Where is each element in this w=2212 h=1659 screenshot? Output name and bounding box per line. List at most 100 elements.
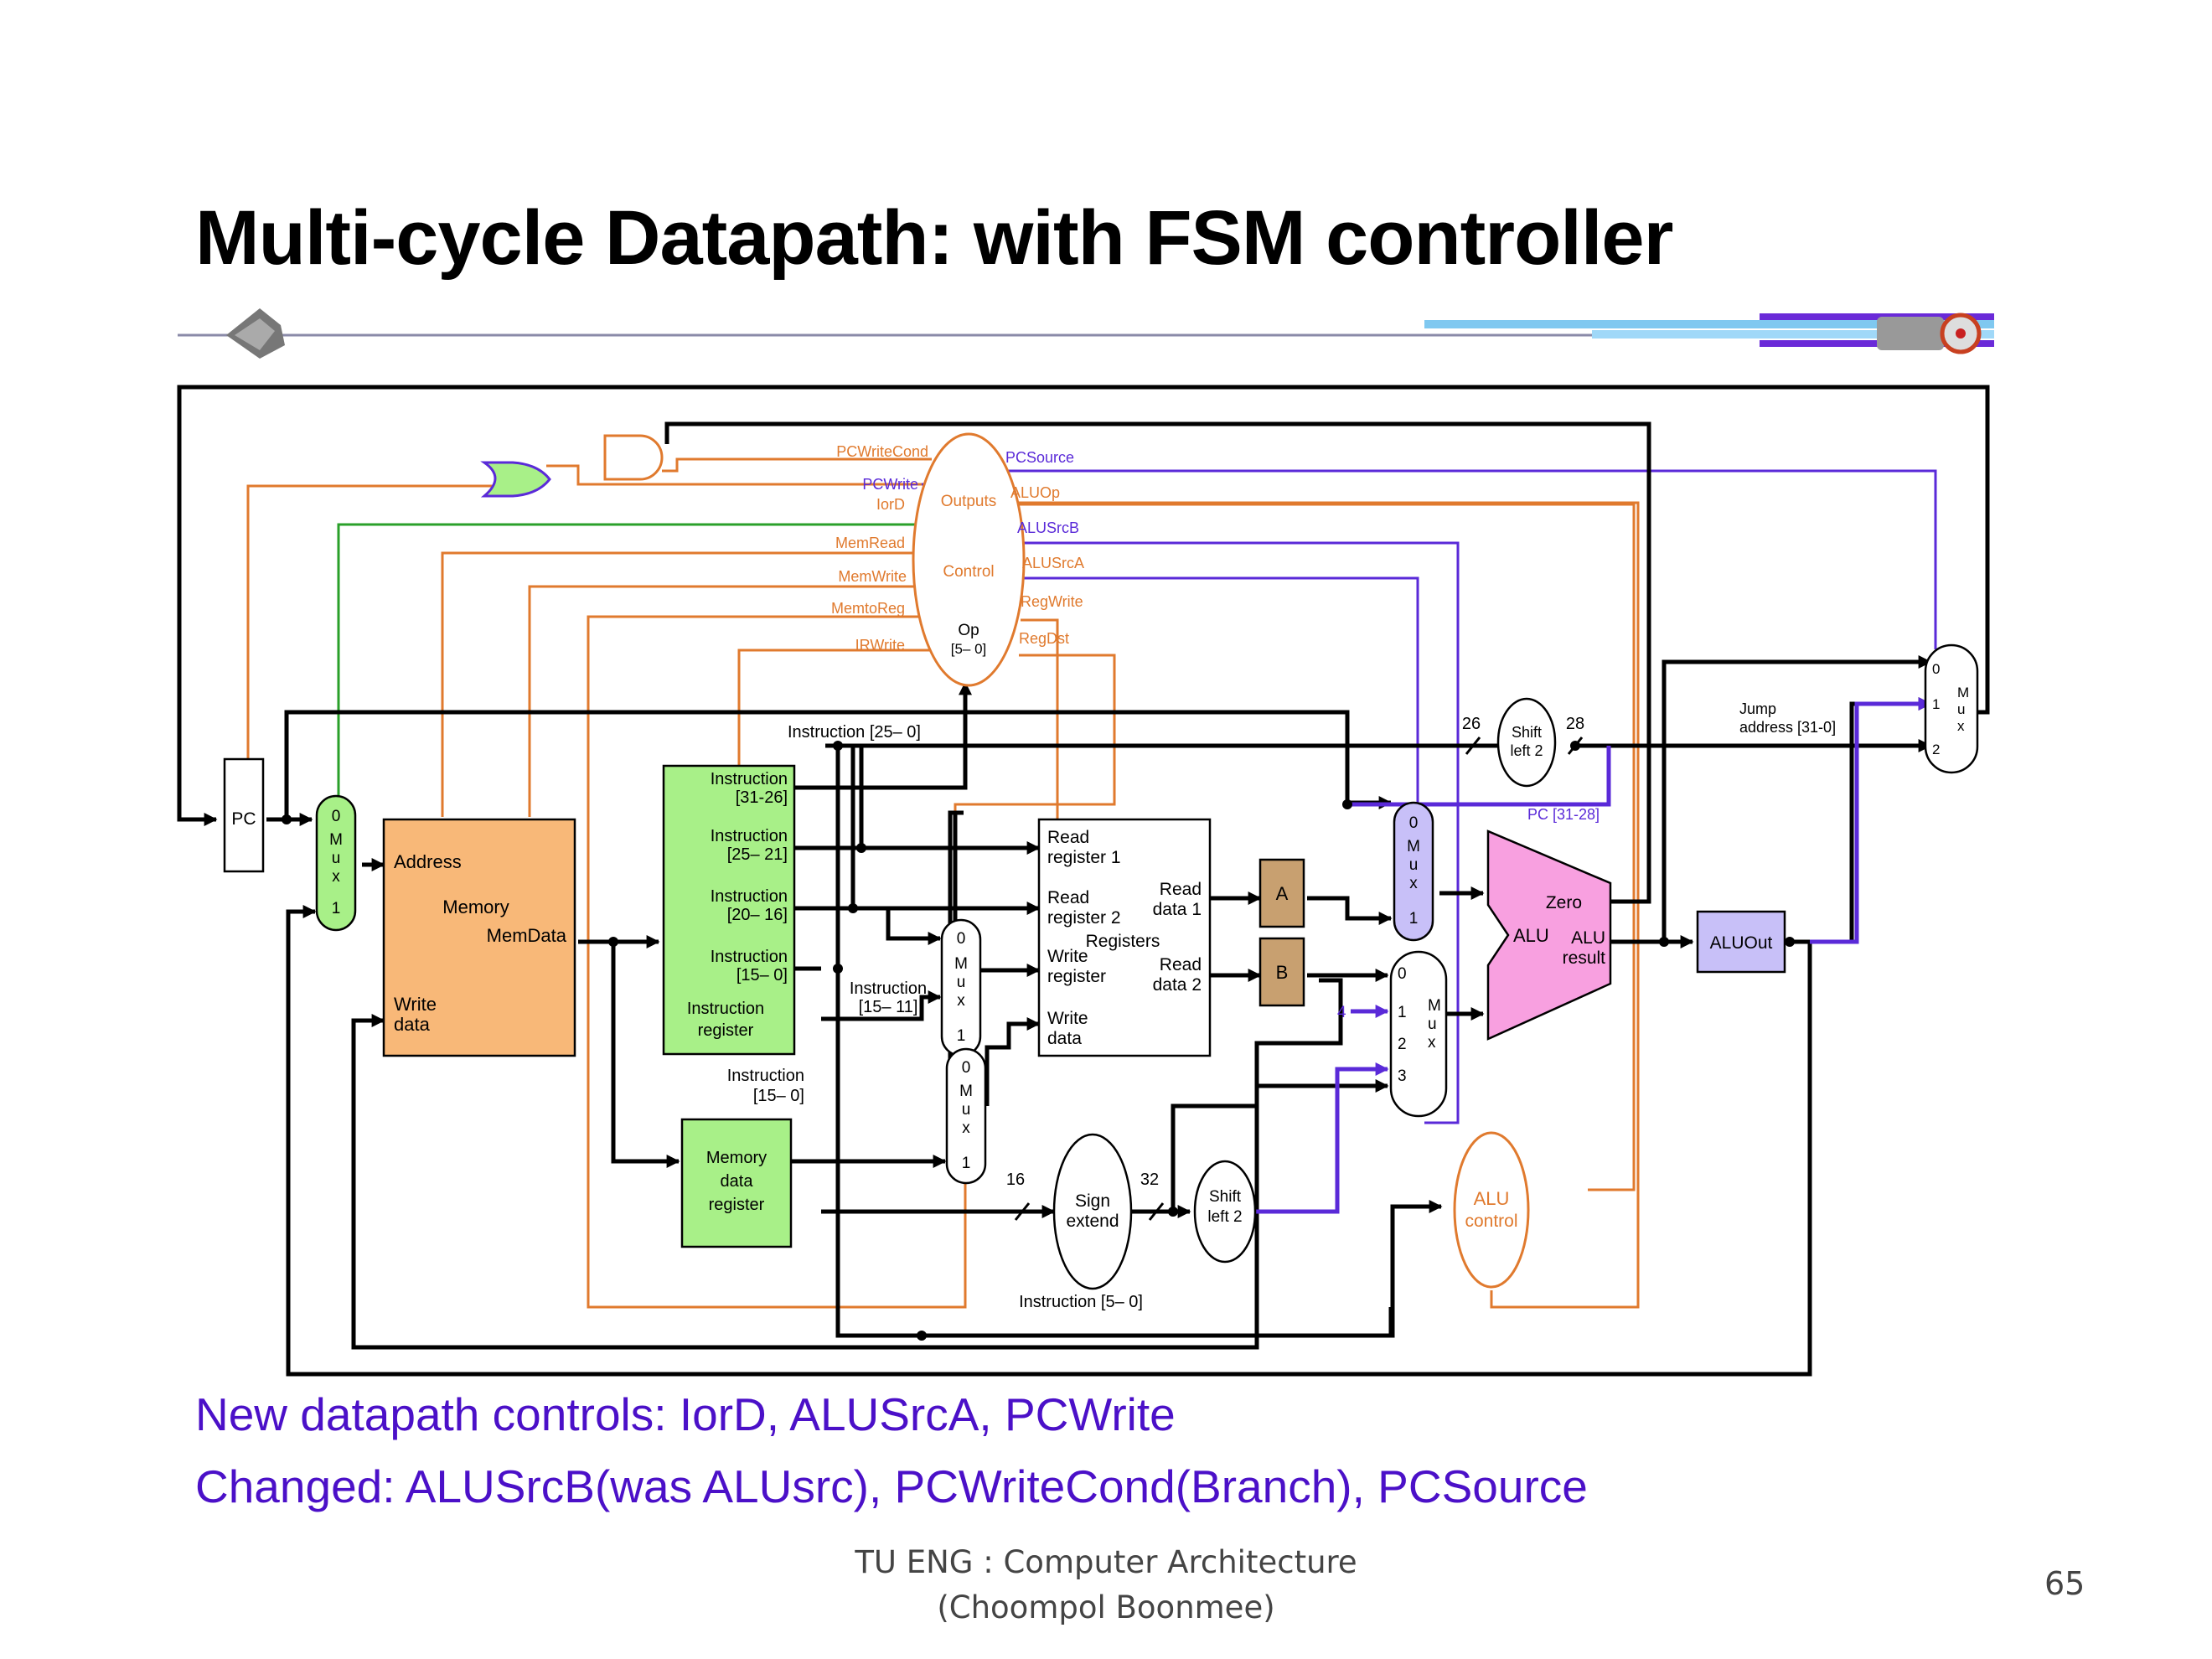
- svg-text:u: u: [1428, 1016, 1437, 1033]
- datapath-wires: [177, 385, 1990, 1377]
- svg-text:0: 0: [332, 808, 341, 825]
- svg-text:0: 0: [1932, 661, 1940, 677]
- svg-text:Write: Write: [1047, 947, 1088, 966]
- svg-text:register: register: [1047, 967, 1106, 986]
- label-instr-15-11-a: Instruction: [850, 979, 927, 998]
- alusrcb-mux-labels: 0 1 2 3 M u x: [1398, 965, 1441, 1085]
- svg-text:M: M: [1957, 685, 1969, 700]
- label-bits-16: 16: [1006, 1171, 1025, 1189]
- mdr-label-1: Memory: [706, 1149, 767, 1167]
- svg-text:Read: Read: [1160, 955, 1202, 974]
- control-signals-left: PCWriteCond PCWrite IorD MemRead MemWrit…: [831, 443, 928, 654]
- alu: [1486, 830, 1612, 1041]
- control-op-label: Op: [958, 622, 979, 639]
- svg-text:register 2: register 2: [1047, 908, 1121, 928]
- memory-data-label: data: [394, 1014, 431, 1035]
- svg-text:1: 1: [1398, 1004, 1407, 1021]
- memory-write-label: Write: [394, 994, 437, 1015]
- signal-regwrite: RegWrite: [1021, 593, 1083, 610]
- alusrca-mux-labels: 0 M u x 1: [1407, 814, 1420, 928]
- label-instr-15-11-b: [15– 11]: [859, 998, 918, 1016]
- svg-text:u: u: [1957, 701, 1965, 717]
- signal-memread: MemRead: [835, 535, 905, 551]
- svg-text:1: 1: [1932, 696, 1940, 712]
- signal-regdst: RegDst: [1019, 630, 1069, 647]
- alu-name-label: ALU: [1513, 925, 1549, 946]
- svg-text:[31-26]: [31-26]: [736, 788, 788, 807]
- pcsource-mux-labels: 0 1 2 M u x: [1932, 661, 1969, 757]
- alu-result-label-2: result: [1563, 948, 1606, 968]
- signal-iord: IorD: [876, 496, 905, 513]
- memory-memdata-label: MemData: [487, 925, 567, 946]
- wire-labels: Instruction [25– 0] Instruction [15– 11]…: [727, 700, 1836, 1311]
- label-jump-address: address [31-0]: [1739, 719, 1836, 736]
- svg-text:M: M: [329, 831, 343, 849]
- svg-text:1: 1: [1409, 910, 1419, 928]
- memtoreg-mux: [945, 1047, 987, 1185]
- signal-aluop: ALUOp: [1010, 484, 1060, 501]
- alu-zero-label: Zero: [1546, 893, 1582, 912]
- signal-pcsource: PCSource: [1005, 449, 1074, 466]
- control-lines-purple: [922, 469, 1937, 1124]
- control-label: Control: [943, 563, 994, 581]
- svg-text:2: 2: [1398, 1036, 1407, 1053]
- iord-mux: [315, 794, 357, 932]
- svg-text:Instruction: Instruction: [711, 770, 788, 788]
- regdst-mux-labels: 0 M u x 1: [954, 930, 968, 1045]
- alu-control: [1453, 1131, 1530, 1289]
- title-decoration: [178, 308, 1994, 359]
- svg-text:Write: Write: [1047, 1009, 1088, 1028]
- svg-text:3: 3: [1398, 1067, 1407, 1085]
- pcsource-mux: [1924, 643, 1979, 774]
- svg-text:x: x: [1409, 875, 1418, 892]
- instruction-register: [662, 764, 796, 1056]
- svg-text:u: u: [962, 1101, 971, 1119]
- svg-text:M: M: [1407, 838, 1420, 855]
- sign-extend-label-1: Sign: [1075, 1191, 1110, 1211]
- footer-course: TU ENG : Computer Architecture: [855, 1544, 1357, 1580]
- control-lines-orange: [246, 457, 1640, 1309]
- shift-bottom-label-2: left 2: [1207, 1208, 1242, 1226]
- shift-top-label-2: left 2: [1510, 742, 1543, 759]
- ir-name-1: Instruction: [687, 1000, 764, 1018]
- note-new-controls: New datapath controls: IorD, ALUSrcA, PC…: [195, 1388, 1176, 1440]
- svg-text:1: 1: [332, 900, 341, 917]
- signal-pcwrite: PCWrite: [862, 476, 918, 493]
- control-outputs-label: Outputs: [941, 493, 997, 510]
- label-instr-15-0-a: Instruction: [727, 1067, 804, 1085]
- iord-mux-labels: 0 M u x 1: [329, 808, 343, 917]
- label-bits-26: 26: [1462, 715, 1481, 733]
- signal-memwrite: MemWrite: [838, 568, 907, 585]
- bus-width-marks: [1014, 736, 1584, 1221]
- or-gate: [480, 461, 551, 498]
- svg-text:Instruction: Instruction: [711, 948, 788, 966]
- aluout-register: [1696, 910, 1786, 974]
- wire-junctions: [282, 741, 1795, 1341]
- svg-text:data: data: [1047, 1029, 1082, 1048]
- slide-title: Multi-cycle Datapath: with FSM controlle…: [195, 195, 1673, 281]
- label-instr-25-0: Instruction [25– 0]: [788, 723, 921, 742]
- svg-text:M: M: [1428, 997, 1441, 1015]
- register-a-label: A: [1276, 883, 1289, 904]
- ir-field-labels: Instruction [31-26] Instruction [25– 21]…: [711, 770, 788, 985]
- svg-text:Read: Read: [1047, 828, 1089, 847]
- footer-author: (Choompol Boonmee): [937, 1589, 1275, 1625]
- svg-text:Instruction: Instruction: [711, 827, 788, 845]
- signal-irwrite: IRWrite: [855, 637, 905, 654]
- alusrcb-mux: [1389, 950, 1448, 1118]
- shift-bottom-label-1: Shift: [1209, 1188, 1242, 1206]
- signal-alusrcb: ALUSrcB: [1017, 519, 1079, 536]
- svg-text:Registers: Registers: [1086, 932, 1160, 951]
- page-number: 65: [2044, 1565, 2085, 1602]
- svg-text:[20– 16]: [20– 16]: [727, 906, 788, 924]
- svg-text:x: x: [1957, 718, 1965, 734]
- signal-memtoreg: MemtoReg: [831, 600, 905, 617]
- svg-text:0: 0: [1409, 814, 1419, 832]
- svg-text:data 1: data 1: [1153, 900, 1202, 919]
- mdr-label-2: data: [721, 1172, 754, 1191]
- pc-register: [223, 757, 265, 873]
- alusrca-mux: [1393, 801, 1434, 942]
- label-bits-32: 32: [1140, 1171, 1159, 1189]
- svg-text:data 2: data 2: [1153, 975, 1202, 995]
- svg-text:u: u: [332, 850, 341, 867]
